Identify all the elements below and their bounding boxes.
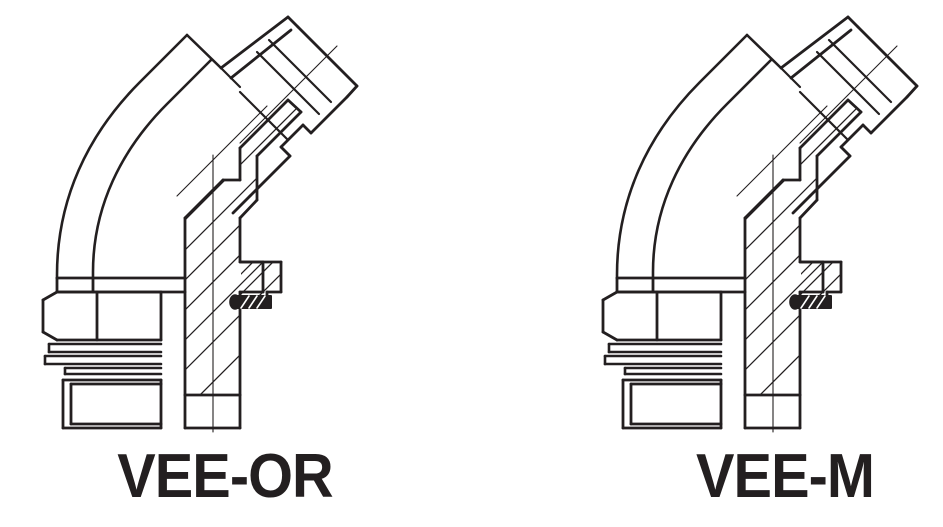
cut-body-outline xyxy=(743,98,863,397)
fitting-svg-vee-or xyxy=(41,15,359,433)
centerline-group xyxy=(736,45,898,433)
fitting-svg-vee-m xyxy=(601,15,919,433)
thread-stud xyxy=(61,378,163,430)
angled-centerline-upper xyxy=(239,45,338,144)
fitting-drawing-vee-or xyxy=(35,0,415,440)
figure-label-vee-m: VEE-M xyxy=(696,442,875,511)
hex-nut xyxy=(601,290,723,342)
hex-nut xyxy=(41,290,163,342)
upper-male-end xyxy=(779,15,919,198)
upper-male-end xyxy=(219,15,359,198)
thread-stud xyxy=(621,378,723,430)
angled-centerline-upper xyxy=(799,45,898,144)
body-shoulder xyxy=(55,276,187,294)
washer-bands xyxy=(603,342,723,376)
centerline-group xyxy=(176,45,338,433)
cut-body-outline xyxy=(183,98,303,397)
angled-centerline-lower xyxy=(736,105,828,197)
fitting-drawing-vee-m xyxy=(595,0,943,440)
angled-centerline-lower xyxy=(176,105,268,197)
o-ring-section xyxy=(789,294,832,310)
figure-label-vee-or: VEE-OR xyxy=(117,442,333,511)
o-ring-section xyxy=(229,294,272,310)
body-shoulder xyxy=(615,276,747,294)
washer-bands xyxy=(43,342,163,376)
